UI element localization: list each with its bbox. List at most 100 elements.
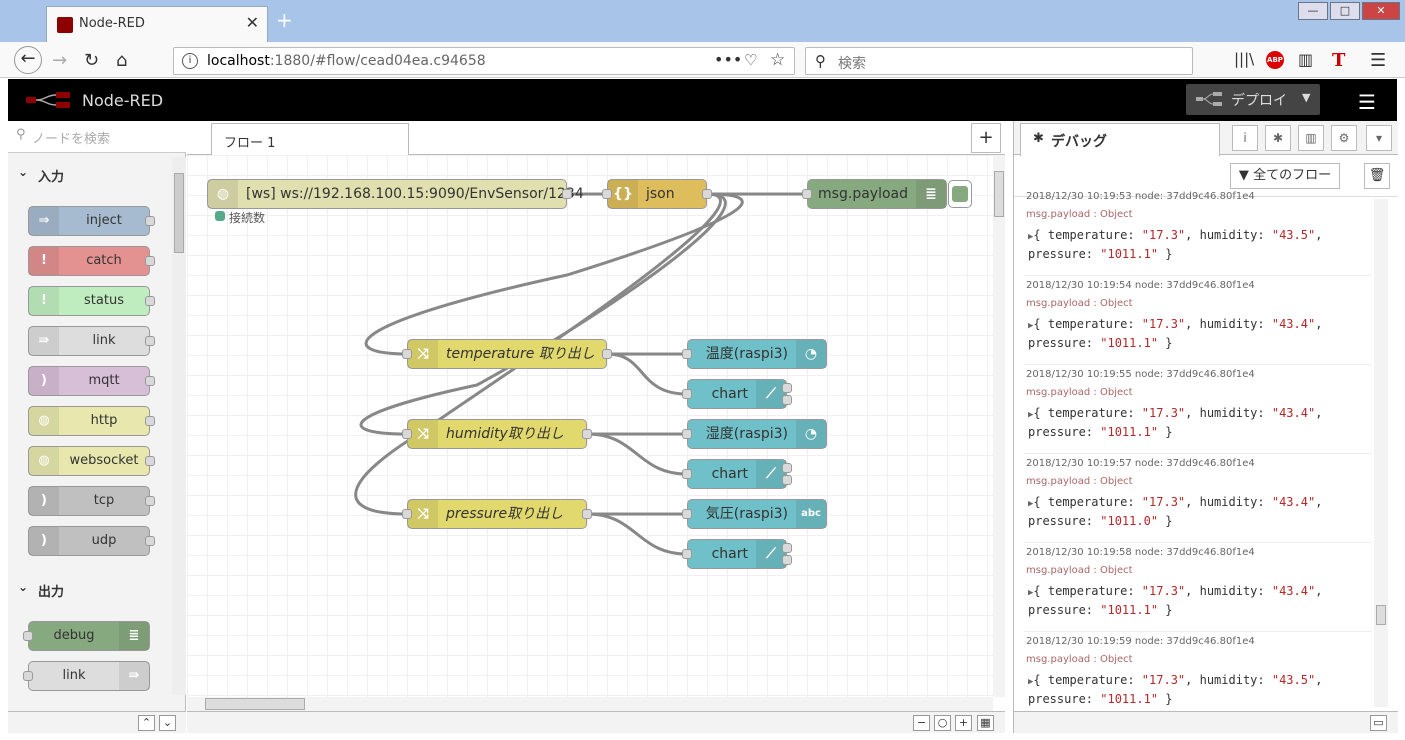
category-output[interactable]: ⌄ 出力 [8, 572, 170, 606]
translate-icon[interactable]: T [1332, 50, 1346, 71]
dashboard-tab-icon[interactable]: ▥ [1298, 125, 1324, 151]
palette-node-status[interactable]: !status [28, 286, 155, 316]
flow-node-debug[interactable]: ≣msg.payload [802, 179, 972, 209]
expand-triangle-icon[interactable]: ▶ [1028, 588, 1034, 598]
expand-triangle-icon[interactable]: ▶ [1028, 232, 1034, 242]
canvas-hscroll[interactable] [187, 697, 993, 711]
library-icon[interactable]: |||\ [1234, 50, 1255, 68]
flow-canvas[interactable]: ◍[ws] ws://192.168.100.15:9090/EnvSensor… [187, 155, 993, 697]
palette-node-debug[interactable]: ≣debug [23, 621, 150, 651]
input-port[interactable] [402, 509, 412, 519]
tab-debug[interactable]: ✱ デバッグ [1020, 123, 1220, 156]
main-menu-icon[interactable]: ☰ [1358, 90, 1376, 114]
output-port[interactable] [602, 349, 612, 359]
debug-scrollbar[interactable] [1374, 199, 1388, 707]
zoom-reset-icon[interactable]: ○ [934, 715, 951, 731]
palette-node-inject[interactable]: ⇒inject [28, 206, 155, 236]
info-tab-icon[interactable]: i [1232, 125, 1258, 151]
input-port[interactable] [682, 469, 692, 479]
message-payload[interactable]: ▶{ temperature: "17.3", humidity: "43.4"… [1028, 584, 1323, 617]
message-payload[interactable]: ▶{ temperature: "17.3", humidity: "43.4"… [1028, 495, 1323, 528]
input-port[interactable] [402, 349, 412, 359]
input-port[interactable] [682, 349, 692, 359]
new-tab-button[interactable]: + [276, 8, 293, 32]
output-port[interactable] [782, 383, 792, 393]
zoom-out-icon[interactable]: − [913, 715, 930, 731]
palette-scrollbar[interactable] [172, 157, 186, 695]
palette-node-websocket[interactable]: ◍websocket [28, 446, 155, 476]
sidebar-toggle-icon[interactable]: ▥ [1298, 50, 1314, 69]
pocket-icon[interactable]: ♡ [744, 51, 758, 69]
output-port[interactable] [782, 395, 792, 405]
input-port[interactable] [602, 189, 612, 199]
forward-icon[interactable]: → [52, 50, 68, 71]
input-port[interactable] [682, 549, 692, 559]
input-port[interactable] [802, 189, 812, 199]
message-payload[interactable]: ▶{ temperature: "17.3", humidity: "43.5"… [1028, 228, 1323, 261]
expand-triangle-icon[interactable]: ▶ [1028, 677, 1034, 687]
debug-scroll-thumb[interactable] [1376, 605, 1386, 625]
palette-node-tcp[interactable]: )tcp [28, 486, 155, 516]
input-port[interactable] [682, 429, 692, 439]
flow-node-ws_in[interactable]: ◍[ws] ws://192.168.100.15:9090/EnvSensor… [207, 179, 584, 209]
palette-node-http[interactable]: ◍http [28, 406, 155, 436]
flow-node-chart3[interactable]: ⟋chart [682, 539, 792, 569]
add-flow-button[interactable]: + [971, 123, 1001, 153]
flow-node-chart2[interactable]: ⟋chart [682, 459, 792, 489]
adblock-icon[interactable]: ABP [1266, 51, 1284, 69]
close-tab-icon[interactable]: ✕ [245, 13, 259, 32]
filter-flows-button[interactable]: ▼ 全てのフロー [1230, 163, 1340, 189]
output-port[interactable] [782, 543, 792, 553]
tab-flow-1[interactable]: フロー 1 [211, 123, 409, 156]
message-payload[interactable]: ▶{ temperature: "17.3", humidity: "43.5"… [1028, 673, 1323, 706]
browser-menu-icon[interactable]: ☰ [1370, 50, 1387, 71]
flow-node-ch_temp[interactable]: ⤨temperature 取り出し [402, 339, 612, 369]
debug-tab-icon[interactable]: ✱ [1265, 125, 1291, 151]
palette-node-link[interactable]: ⇛link [28, 326, 155, 356]
flow-node-json[interactable]: {}json [602, 179, 712, 209]
palette-scroll-thumb[interactable] [174, 173, 184, 253]
minimize-button[interactable]: — [1298, 2, 1328, 20]
canvas-vscroll[interactable] [993, 155, 1005, 697]
output-port[interactable] [782, 463, 792, 473]
category-input[interactable]: ⌄ 入力 [8, 157, 170, 191]
maximize-button[interactable]: □ [1330, 2, 1360, 20]
palette-search-input[interactable]: ⚲ ノードを検索 [8, 121, 186, 153]
flow-node-g1[interactable]: ◔温度(raspi3) [682, 339, 827, 369]
output-port[interactable] [702, 189, 712, 199]
expand-triangle-icon[interactable]: ▶ [1028, 321, 1034, 331]
expand-triangle-icon[interactable]: ▶ [1028, 410, 1034, 420]
more-icon[interactable]: ••• [714, 50, 743, 69]
info-icon[interactable]: i [182, 53, 198, 69]
output-port[interactable] [782, 555, 792, 565]
browser-tab[interactable]: Node-RED ✕ [46, 6, 268, 42]
navigator-icon[interactable]: ▦ [977, 715, 994, 731]
input-port[interactable] [682, 389, 692, 399]
browser-search-input[interactable]: ⚲ 検索 [805, 47, 1193, 75]
canvas-hscroll-thumb[interactable] [205, 698, 305, 710]
config-tab-icon[interactable]: ⚙ [1331, 125, 1357, 151]
output-port[interactable] [562, 189, 572, 199]
popout-icon[interactable]: ▭ [1370, 715, 1387, 731]
sidebar-dropdown-icon[interactable]: ▾ [1366, 125, 1392, 151]
palette-node-mqtt[interactable]: )mqtt [28, 366, 155, 396]
output-port[interactable] [582, 429, 592, 439]
url-bar[interactable]: i localhost:1880/#flow/cead04ea.c94658 •… [173, 47, 795, 75]
bookmark-star-icon[interactable]: ☆ [770, 50, 786, 70]
reload-icon[interactable]: ↻ [84, 50, 100, 71]
expand-triangle-icon[interactable]: ▶ [1028, 499, 1034, 509]
output-port[interactable] [782, 475, 792, 485]
collapse-all-icon[interactable]: ⌃ [138, 715, 155, 731]
canvas-vscroll-thumb[interactable] [994, 171, 1004, 217]
input-port[interactable] [682, 509, 692, 519]
expand-all-icon[interactable]: ⌄ [159, 715, 176, 731]
close-window-button[interactable]: ✕ [1362, 2, 1400, 20]
flow-node-g2[interactable]: ◔湿度(raspi3) [682, 419, 827, 449]
input-port[interactable] [402, 429, 412, 439]
deploy-dropdown-icon[interactable]: ▼ [1302, 91, 1311, 104]
palette-node-link[interactable]: ⇛link [23, 661, 150, 691]
back-icon[interactable]: ← [14, 46, 42, 74]
message-payload[interactable]: ▶{ temperature: "17.3", humidity: "43.4"… [1028, 317, 1323, 350]
palette-node-catch[interactable]: !catch [28, 246, 155, 276]
